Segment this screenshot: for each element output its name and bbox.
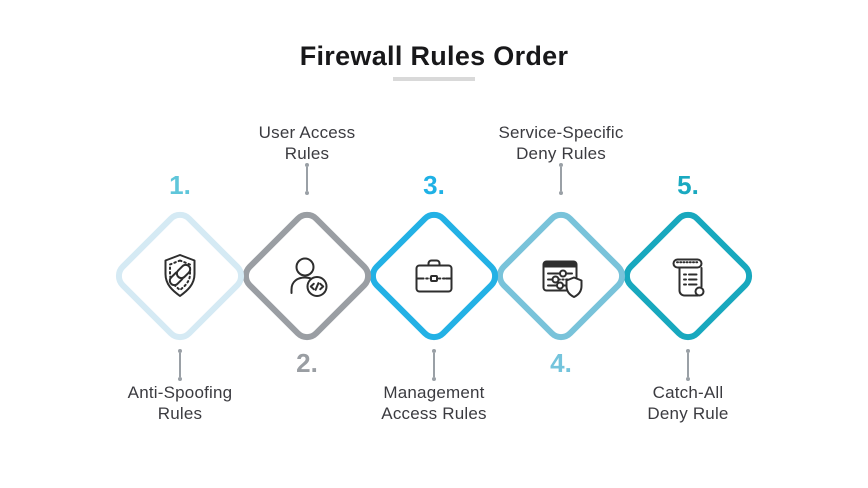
stage-number: 4.: [550, 348, 572, 378]
diamond-box: [363, 205, 505, 347]
stage-number: 1.: [169, 170, 191, 200]
stage-label: Management Access Rules: [381, 383, 487, 424]
diamond-box: [617, 205, 759, 347]
connector-line: [686, 349, 690, 381]
page-title: Firewall Rules Order: [299, 41, 569, 71]
stage-number: 5.: [677, 170, 699, 200]
stage-number: 2.: [296, 348, 318, 378]
user-code-icon: [279, 248, 335, 304]
stage-number: 3.: [423, 170, 445, 200]
connector-line: [178, 349, 182, 381]
firewall-stage-3: 3. Management Access Rules: [334, 0, 534, 488]
sliders-shield-icon: [533, 248, 589, 304]
firewall-stage-2: User Access Rules 2.: [207, 0, 407, 488]
stage-label: Service-Specific Deny Rules: [498, 123, 624, 164]
connector-line: [432, 349, 436, 381]
shield-link-icon: [152, 248, 208, 304]
diamond-box: [490, 205, 632, 347]
firewall-stage-4: Service-Specific Deny Rules: [461, 0, 661, 488]
firewall-stage-5: 5. Catch-All: [588, 0, 788, 488]
connector-line: [559, 163, 563, 195]
firewall-stage-1: 1. Anti-Spoofing Rules: [80, 0, 280, 488]
connector-line: [305, 163, 309, 195]
diamond-box: [109, 205, 251, 347]
stage-label: User Access Rules: [258, 123, 356, 164]
scroll-icon: [660, 248, 716, 304]
diamond-box: [236, 205, 378, 347]
title-underline: [393, 77, 475, 81]
briefcase-icon: [406, 248, 462, 304]
stage-label: Anti-Spoofing Rules: [127, 383, 233, 424]
stage-label: Catch-All Deny Rule: [647, 383, 729, 424]
